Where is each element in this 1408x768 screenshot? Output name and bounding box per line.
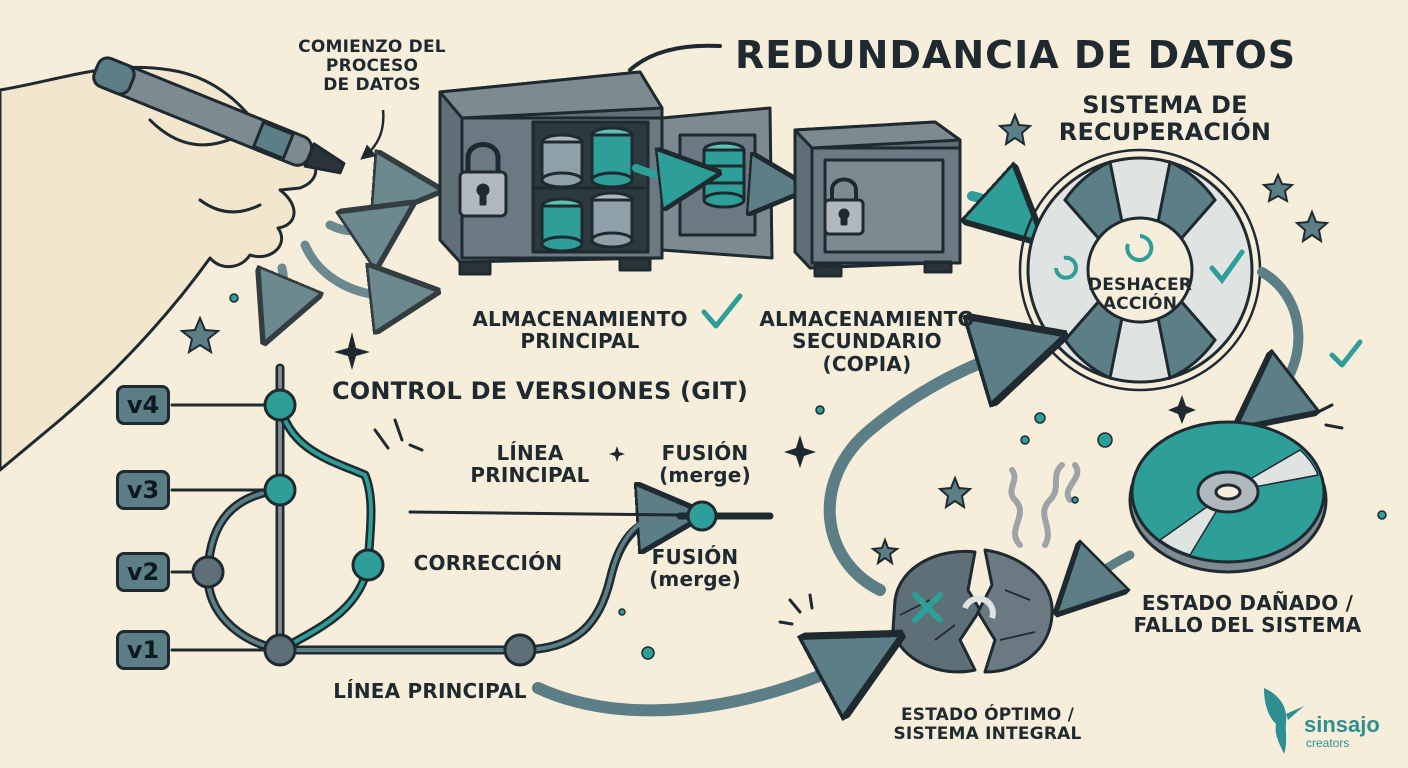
title-swoosh — [628, 43, 722, 72]
page-title: REDUNDANCIA DE DATOS — [735, 33, 1297, 77]
optimal-state-label: ESTADO ÓPTIMO /SISTEMA INTEGRAL — [893, 705, 1082, 745]
hand-with-marker-illustration — [0, 56, 346, 472]
damaged-disc-illustration — [1128, 420, 1328, 574]
emphasis-lines — [373, 403, 1344, 626]
recovery-life-ring — [1018, 148, 1262, 392]
secondary-safe-illustration — [793, 120, 962, 278]
git-commit-nodes — [191, 388, 718, 667]
version-control-label: CONTROL DE VERSIONES (GIT) — [331, 377, 748, 405]
version-v3-badge: v3 — [116, 470, 170, 510]
to-damaged-arrow — [1262, 267, 1298, 405]
start-arrows — [277, 186, 408, 312]
logo-name: sinsajo — [1304, 712, 1380, 737]
broken-disc-illustration — [891, 548, 1054, 674]
start-label-pointer — [360, 109, 385, 160]
primary-safe-illustration — [438, 70, 774, 276]
hummingbird-logo-icon — [1264, 688, 1304, 754]
to-secondary-arrow — [752, 184, 780, 186]
checkmark-icons — [701, 293, 1363, 368]
main-line-to-optimal-arrow — [532, 656, 862, 710]
decorative-sparkles — [334, 332, 1196, 468]
smoke-wisps — [1008, 462, 1081, 548]
merge-mid-label: FUSIÓN(merge) — [649, 545, 741, 592]
main-line-bottom-label: LÍNEA PRINCIPAL — [333, 679, 527, 703]
logo-sub: creators — [1306, 736, 1350, 750]
return-to-recovery-arrow — [823, 348, 1022, 596]
to-recovery-arrow — [972, 196, 1016, 218]
version-v1-badge: v1 — [116, 630, 170, 670]
data-copy-arrow — [632, 168, 690, 177]
git-graph — [170, 363, 774, 655]
decorative-dots — [229, 293, 1387, 660]
version-v4-badge: v4 — [116, 385, 170, 425]
decorative-stars — [179, 112, 1330, 566]
to-broken-arrow — [1080, 555, 1135, 590]
correction-label: CORRECCIÓN — [413, 551, 563, 575]
merge-top-label: FUSIÓN(merge) — [659, 441, 751, 488]
version-v2-badge: v2 — [116, 552, 170, 592]
damaged-state-label: ESTADO DAÑADO /FALLO DEL SISTEMA — [1133, 591, 1362, 638]
